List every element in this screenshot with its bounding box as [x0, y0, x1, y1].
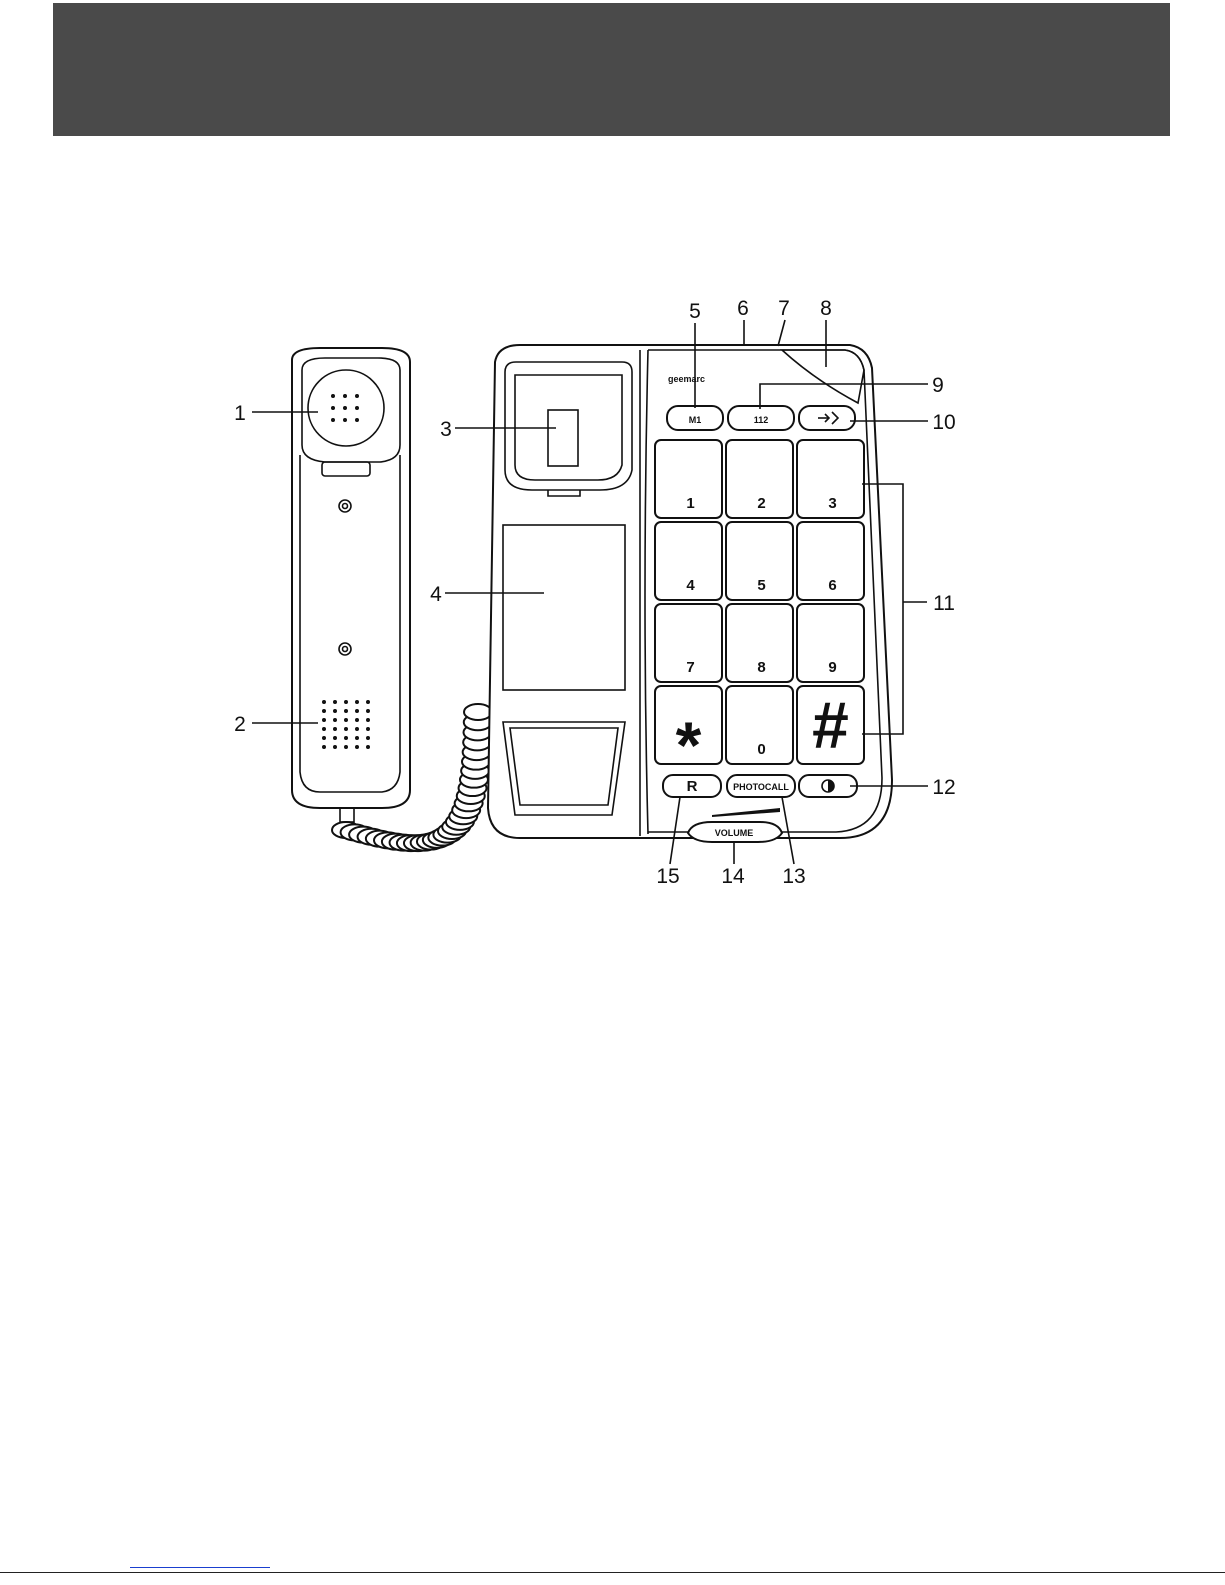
keypad-key-label: * [676, 708, 702, 782]
keypad-key-label: 7 [686, 659, 694, 676]
grille-dot [344, 700, 348, 704]
grille-dot [344, 709, 348, 713]
grille-dot [333, 718, 337, 722]
grille-dot [322, 709, 326, 713]
cord-coil [464, 704, 492, 720]
grille-dot [366, 709, 370, 713]
grille-dot [366, 727, 370, 731]
grille-dot [366, 700, 370, 704]
grille-dot [355, 745, 359, 749]
callout-11: 11 [933, 592, 955, 615]
callout-4: 4 [430, 583, 442, 606]
keypad-key-label: 5 [757, 577, 765, 594]
volume-slider-label: VOLUME [715, 828, 754, 838]
callout-13: 13 [782, 865, 805, 888]
keypad-key-label: # [812, 688, 849, 762]
callout-8: 8 [820, 297, 832, 320]
callout-3: 3 [440, 418, 452, 441]
grille-dot [355, 709, 359, 713]
grille-dot [366, 745, 370, 749]
handset [292, 348, 410, 822]
callout-15: 15 [656, 865, 679, 888]
callout-7: 7 [778, 297, 790, 320]
grille-dot [333, 700, 337, 704]
footer-rule [0, 1572, 1225, 1573]
callout-5: 5 [689, 300, 701, 323]
callout-14: 14 [721, 865, 745, 888]
grille-dot [366, 718, 370, 722]
keypad-key-label: 1 [686, 495, 694, 512]
callout-2: 2 [234, 713, 246, 736]
grille-dot [355, 700, 359, 704]
grille-dot [322, 700, 326, 704]
keypad-key-label: 3 [828, 495, 836, 512]
grille-dot [333, 745, 337, 749]
brand-logo: geemarc [668, 374, 705, 384]
photocall-button-label: PHOTOCALL [733, 782, 789, 792]
callout-6: 6 [737, 297, 749, 320]
keypad-key-label: 9 [828, 659, 836, 676]
grille-dot [355, 727, 359, 731]
keypad-key-label: 8 [757, 659, 765, 676]
grille-dot [333, 709, 337, 713]
keypad: 1 2 3 4 5 6 7 8 9 * 0 # [655, 440, 864, 782]
grille-dot [344, 745, 348, 749]
emergency-button-label: 112 [754, 415, 769, 425]
callout-9: 9 [932, 374, 944, 397]
grille-dot [333, 727, 337, 731]
footer-link-underline [130, 1567, 270, 1568]
grille-dot [355, 736, 359, 740]
grille-dot [322, 745, 326, 749]
grille-dot [344, 736, 348, 740]
grille-dot [344, 727, 348, 731]
keypad-key-label: 2 [757, 495, 765, 512]
grille-dot [322, 736, 326, 740]
grille-dot [355, 718, 359, 722]
memory-button-label: M1 [689, 415, 702, 425]
keypad-key-label: 6 [828, 577, 836, 594]
grille-dot [322, 718, 326, 722]
top-buttons: M1 112 [667, 406, 855, 430]
grille-dot [366, 736, 370, 740]
grille-dot [344, 718, 348, 722]
keypad-key-label: 4 [686, 577, 695, 594]
grille-dot [322, 727, 326, 731]
callout-10: 10 [932, 411, 955, 434]
callout-1: 1 [234, 402, 246, 425]
recall-button-label: R [687, 778, 698, 795]
grille-dot [333, 736, 337, 740]
keypad-key-label: 0 [757, 741, 765, 758]
callout-12: 12 [932, 776, 955, 799]
